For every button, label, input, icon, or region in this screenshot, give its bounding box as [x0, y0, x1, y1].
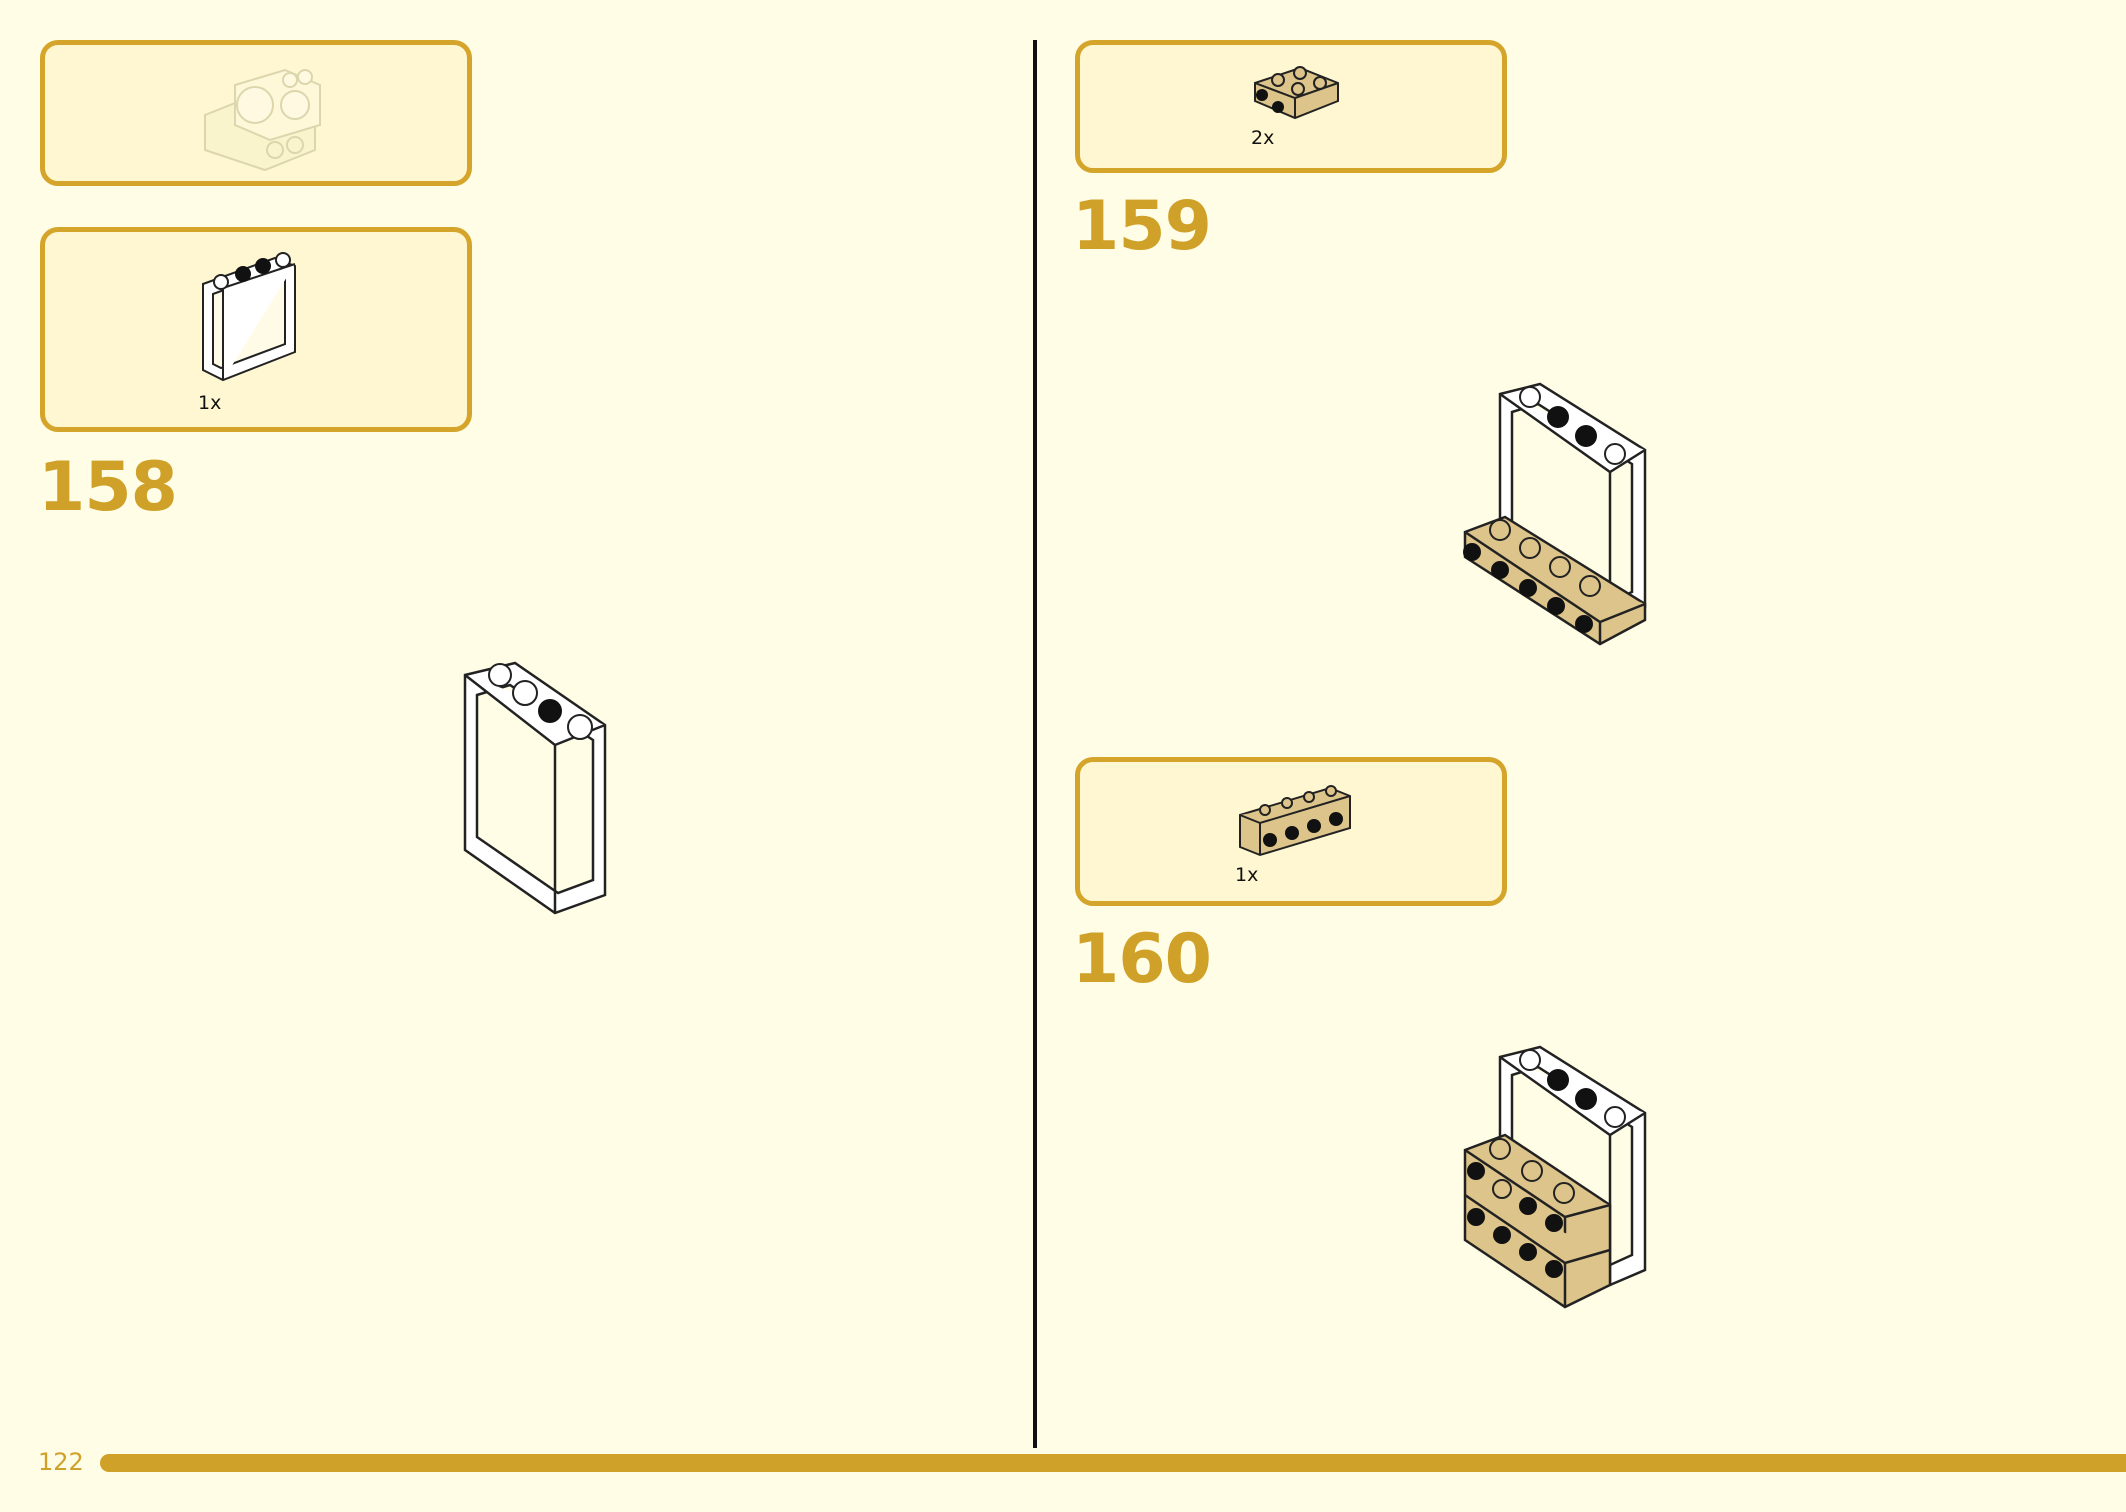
parts-callout-step-160: 1x: [1075, 757, 1507, 906]
subassembly-model-icon: [204, 68, 321, 172]
parts-callout-step-158: 1x: [40, 227, 472, 432]
part-quantity: 1x: [1235, 864, 1259, 886]
step-160-model: [1463, 1045, 1647, 1309]
step-159-model: [1463, 382, 1647, 646]
tan-plate-with-studs-icon: [1254, 66, 1339, 120]
step-number: 160: [1072, 920, 1212, 999]
parts-callout-step-159: 2x: [1075, 40, 1507, 173]
step-number: 158: [38, 448, 178, 527]
white-window-frame-icon: [202, 252, 296, 382]
part-quantity: 1x: [198, 392, 222, 414]
part-quantity: 2x: [1251, 127, 1275, 149]
step-158-model-window-frame: [463, 661, 607, 915]
step-number: 159: [1072, 187, 1212, 266]
subassembly-callout: [40, 40, 472, 186]
tan-brick-with-side-studs-icon: [1239, 785, 1351, 857]
page-divider: [1033, 40, 1037, 1448]
page-number: 122: [38, 1448, 84, 1476]
footer-progress-bar: [100, 1454, 2126, 1472]
